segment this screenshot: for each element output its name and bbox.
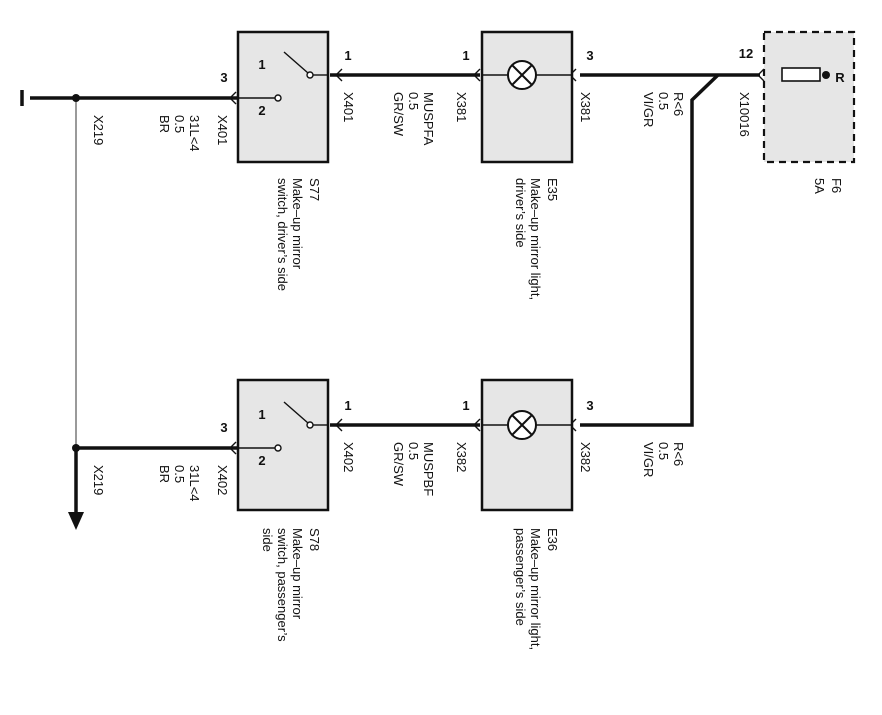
mid1-gauge: 0.5: [406, 92, 421, 110]
fuse-pin-letter: R: [835, 70, 845, 85]
ground1-spec: 31L<4: [187, 115, 202, 152]
mid2-spec: MUSPBF: [421, 442, 436, 496]
light-e36: [480, 378, 574, 512]
ground2-gauge: 0.5: [172, 465, 187, 483]
s78-name-line2: switch, passenger’s: [275, 528, 290, 642]
e35-conn-right: X381: [578, 92, 593, 122]
fuse-element: [781, 67, 821, 82]
fuse-connector-label: X10016: [737, 92, 752, 137]
e36-pin-right: 3: [586, 398, 593, 413]
ground-arrow: [68, 512, 84, 530]
mid1-spec: MUSPFA: [421, 92, 436, 146]
wiring: [20, 73, 760, 530]
e35-name-line1: Make–up mirror light,: [528, 178, 543, 300]
s77-pin-3: 3: [220, 70, 227, 85]
light-e36-box: [480, 378, 574, 512]
fuse-rating-label: 5A: [812, 178, 827, 194]
fuse-f6: [762, 30, 856, 164]
e35-pin-right: 3: [586, 48, 593, 63]
e35-id: E35: [545, 178, 560, 201]
s78-pin-2: 2: [258, 453, 265, 468]
e36-conn-left: X382: [454, 442, 469, 472]
s78-name-line3: side: [260, 528, 275, 552]
s77-name-line2: switch, driver’s side: [275, 178, 290, 291]
s77-conn-left: X401: [215, 115, 230, 145]
s78-pin-3: 3: [220, 420, 227, 435]
feed1-gauge: 0.5: [656, 92, 671, 110]
feed1-color: VI/GR: [641, 92, 656, 127]
ground1-connector: X219: [91, 115, 106, 145]
switch-s78-box: [236, 378, 330, 512]
s77-name-line1: Make–up mirror: [290, 178, 305, 270]
s78-conn-right: X402: [341, 442, 356, 472]
feed2-spec: R<6: [671, 442, 686, 466]
s77-pin-out: 1: [344, 48, 351, 63]
feed1-spec: R<6: [671, 92, 686, 116]
e36-name-line2: passenger’s side: [513, 528, 528, 626]
e35-conn-left: X381: [454, 92, 469, 122]
mid2-color: GR/SW: [391, 442, 406, 487]
mid2-gauge: 0.5: [406, 442, 421, 460]
light-e35: [480, 30, 574, 164]
light-e35-box: [480, 30, 574, 164]
mid1-color: GR/SW: [391, 92, 406, 137]
switch-s77-box: [236, 30, 330, 164]
e36-name-line1: Make–up mirror light,: [528, 528, 543, 650]
fuse-housing: [762, 30, 856, 164]
s78-pin-1: 1: [258, 407, 265, 422]
wire-fuse-to-e36: [580, 73, 720, 427]
ground2-color: BR: [157, 465, 172, 483]
s77-conn-right: X401: [341, 92, 356, 122]
s78-name-line1: Make–up mirror: [290, 528, 305, 620]
s78-conn-left: X402: [215, 465, 230, 495]
ground1-color: BR: [157, 115, 172, 133]
ground2-connector: X219: [91, 465, 106, 495]
s78-pin-out: 1: [344, 398, 351, 413]
ground2-spec: 31L<4: [187, 465, 202, 502]
s77-id: S77: [307, 178, 322, 201]
feed2-gauge: 0.5: [656, 442, 671, 460]
e35-pin-left: 1: [462, 48, 469, 63]
switch-lever: [283, 51, 309, 74]
e36-conn-right: X382: [578, 442, 593, 472]
s77-pin-2: 2: [258, 103, 265, 118]
feed2-color: VI/GR: [641, 442, 656, 477]
s77-pin-1: 1: [258, 57, 265, 72]
switch-s77: [236, 30, 330, 164]
ground1-gauge: 0.5: [172, 115, 187, 133]
fuse-id-label: F6: [829, 178, 844, 193]
fuse-pin-number: 12: [739, 46, 753, 61]
e36-id: E36: [545, 528, 560, 551]
e35-name-line2: driver’s side: [513, 178, 528, 248]
switch-lever: [283, 401, 309, 424]
s78-id: S78: [307, 528, 322, 551]
e36-pin-left: 1: [462, 398, 469, 413]
switch-s78: [236, 378, 330, 512]
